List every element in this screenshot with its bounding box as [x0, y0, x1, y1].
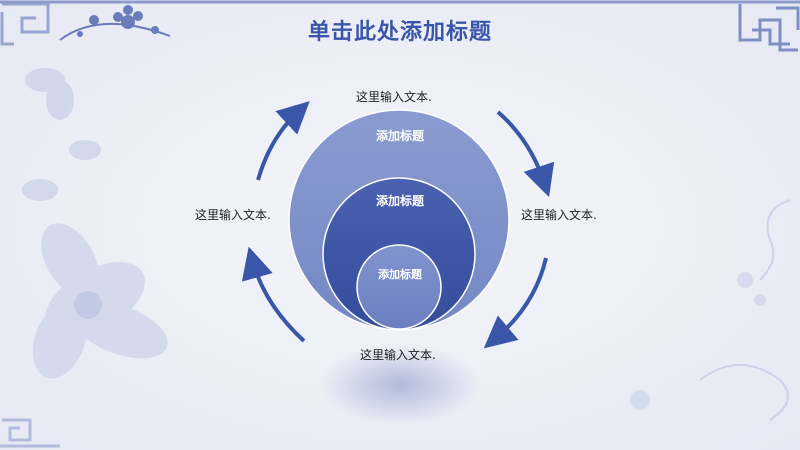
- arrow-bottom-right: [483, 257, 548, 349]
- text-label-bottom[interactable]: 这里输入文本.: [360, 348, 436, 362]
- middle-circle-label[interactable]: 添加标题: [375, 194, 424, 208]
- fretwork-corner-bottom-left: [0, 418, 60, 448]
- large-flower-bottom-left: [32, 223, 168, 379]
- circle-reflection: [320, 345, 480, 425]
- floral-decoration-top-left: [59, 5, 171, 41]
- arrow-top-right: [496, 110, 555, 198]
- text-label-top[interactable]: 这里输入文本.: [356, 90, 432, 104]
- arrow-bottom-left: [241, 246, 306, 343]
- arrow-top-left: [256, 101, 310, 181]
- faded-flower-left: [22, 68, 101, 201]
- inner-circle: [356, 244, 442, 330]
- text-label-left[interactable]: 这里输入文本.: [195, 208, 271, 222]
- fretwork-corner-top-right: [738, 4, 800, 52]
- text-label-right[interactable]: 这里输入文本.: [521, 208, 597, 222]
- slide-title[interactable]: 单击此处添加标题: [307, 20, 492, 45]
- fretwork-corner-top-left: [0, 2, 50, 46]
- inner-circle-label[interactable]: 添加标题: [378, 268, 422, 281]
- faded-scroll-right: [630, 199, 791, 421]
- outer-circle-label[interactable]: 添加标题: [375, 129, 424, 143]
